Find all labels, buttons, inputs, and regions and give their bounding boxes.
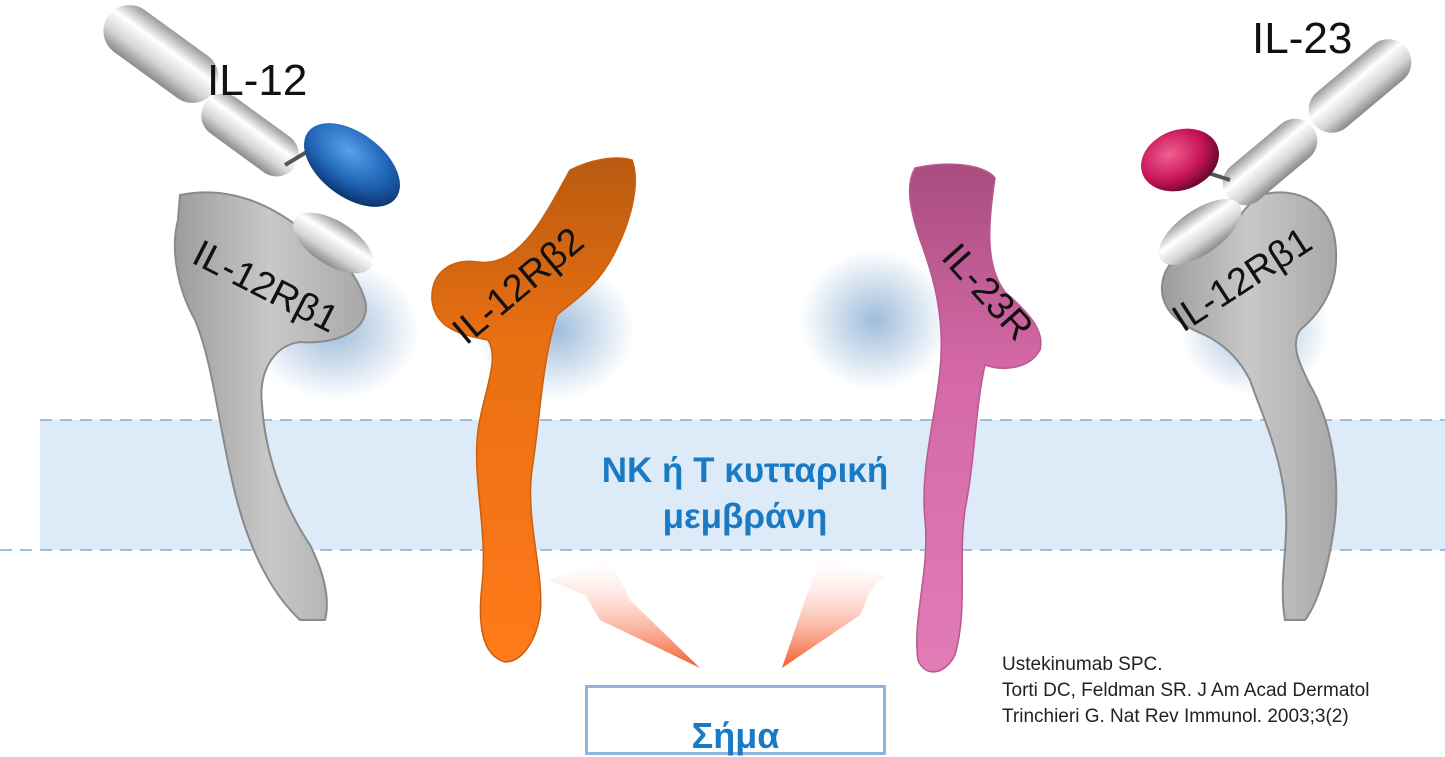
signal-box: Σήμα	[585, 685, 886, 755]
reference-item: Ustekinumab SPC.	[1002, 652, 1445, 678]
il23r-receptor	[910, 164, 1041, 672]
membrane-label: NK ή T κυτταρική μεμβράνη	[540, 448, 950, 540]
signal-bolt-right	[782, 560, 885, 668]
signal-label: Σήμα	[588, 715, 883, 757]
references: Ustekinumab SPC. Torti DC, Feldman SR. J…	[1002, 652, 1445, 730]
signal-bolt-left	[548, 560, 700, 668]
glow-shadow	[800, 250, 950, 390]
il12-label: IL-12	[207, 56, 307, 105]
reference-item: Trinchieri G. Nat Rev Immunol. 2003;3(2)	[1002, 704, 1445, 730]
il23-label: IL-23	[1252, 14, 1352, 63]
il12-p35-subunit	[289, 106, 415, 223]
membrane-label-line2: μεμβράνη	[540, 494, 950, 540]
membrane-label-line1: NK ή T κυτταρική	[540, 448, 950, 494]
reference-item: Torti DC, Feldman SR. J Am Acad Dermatol	[1002, 678, 1445, 704]
il23-p19-subunit	[1132, 118, 1228, 202]
